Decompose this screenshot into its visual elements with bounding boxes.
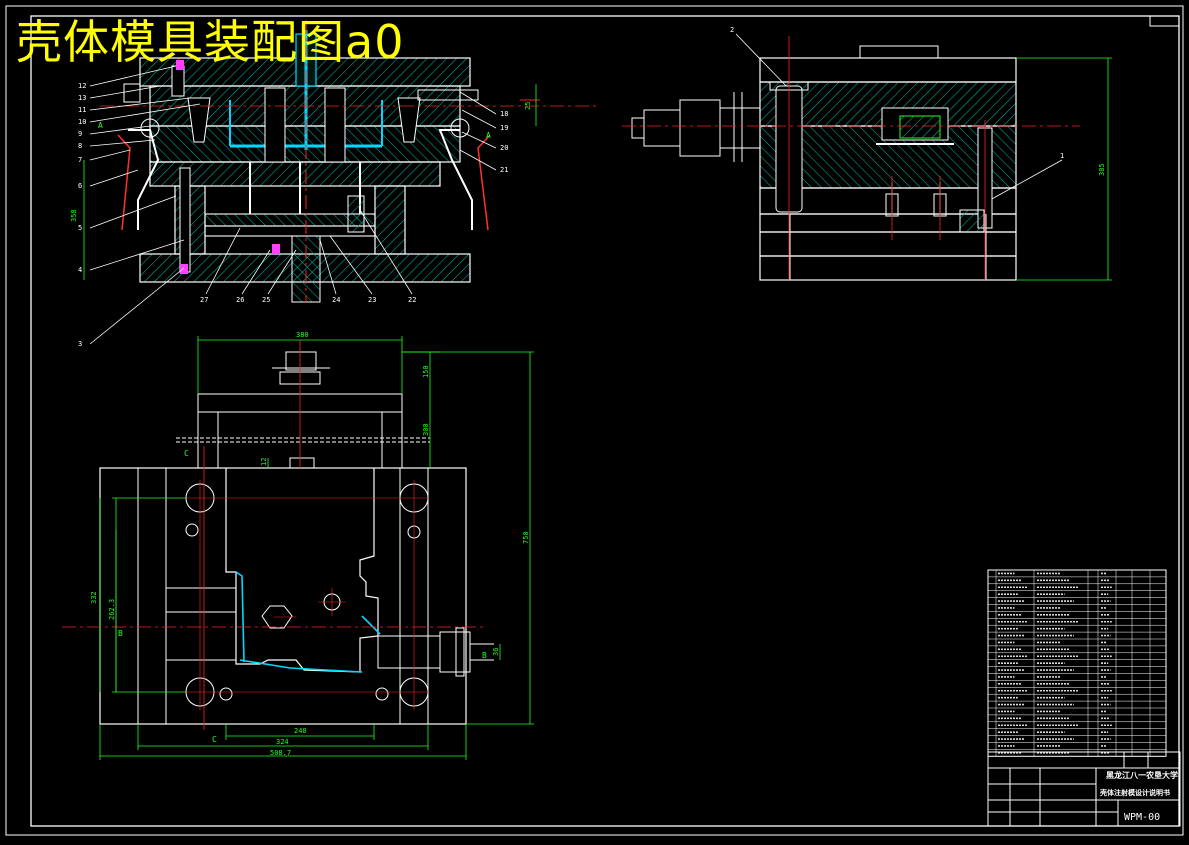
section-mark-b-right: B bbox=[482, 651, 487, 660]
front-section-view: 358 25 A A bbox=[70, 20, 600, 303]
plan-view: 380 150 300 750 240 324 508.7 332 262.3 … bbox=[62, 331, 534, 760]
section-mark-c-bottom: C bbox=[212, 735, 217, 744]
callout-bottom: 27 bbox=[200, 296, 208, 304]
plan-h2-dim: 300 bbox=[422, 423, 430, 436]
project-name: 壳体注射模设计说明书 bbox=[1099, 788, 1170, 797]
outer-frame bbox=[5, 5, 1184, 836]
school-name: 黑龙江八一农垦大学 bbox=[1106, 770, 1178, 780]
title-block: 黑龙江八一农垦大学 壳体注射模设计说明书 WPM-00 bbox=[987, 751, 1181, 827]
plan-left2-dim: 262.3 bbox=[108, 599, 116, 620]
callout-left: 9 bbox=[78, 130, 82, 138]
callout-left: 5 bbox=[78, 224, 82, 232]
callout-right: 19 bbox=[500, 124, 508, 132]
parts-list-table bbox=[987, 569, 1167, 757]
callout-side: 1 bbox=[1060, 152, 1064, 160]
corner-box bbox=[1149, 15, 1180, 27]
side-height-dim: 385 bbox=[1098, 163, 1106, 176]
callout-left: 7 bbox=[78, 156, 82, 164]
callout-left: 6 bbox=[78, 182, 82, 190]
callout-left: 12 bbox=[78, 82, 86, 90]
side-section-view: 385 bbox=[622, 36, 1112, 281]
callout-leaders bbox=[89, 33, 1063, 345]
section-mark-a-left: A bbox=[98, 121, 103, 130]
callout-bottom: 22 bbox=[408, 296, 416, 304]
callout-left: 10 bbox=[78, 118, 86, 126]
callout-left: 8 bbox=[78, 142, 82, 150]
section-mark-a-right: A bbox=[486, 131, 491, 140]
plan-left1-dim: 332 bbox=[90, 591, 98, 604]
front-top-dim: 25 bbox=[524, 102, 532, 110]
callout-bottom: 26 bbox=[236, 296, 244, 304]
inner-frame bbox=[30, 15, 1180, 827]
callout-bottom: 25 bbox=[262, 296, 270, 304]
callout-left: 4 bbox=[78, 266, 82, 274]
callout-bottom: 23 bbox=[368, 296, 376, 304]
callout-bottom: 24 bbox=[332, 296, 340, 304]
drawing-number: WPM-00 bbox=[1124, 812, 1160, 823]
callout-right: 20 bbox=[500, 144, 508, 152]
callout-numbers: 12 13 11 10 9 8 7 6 5 4 3 27 26 25 24 23… bbox=[78, 26, 1064, 348]
plan-w3-dim: 508.7 bbox=[270, 749, 291, 757]
callout-right: 21 bbox=[500, 166, 508, 174]
plan-width-top-dim: 380 bbox=[296, 331, 309, 339]
section-mark-b-left: B bbox=[118, 629, 123, 638]
plan-12-dim: 12 bbox=[260, 458, 268, 466]
plan-w2-dim: 324 bbox=[276, 738, 289, 746]
callout-side: 2 bbox=[730, 26, 734, 34]
plan-h1-dim: 150 bbox=[422, 365, 430, 378]
plan-height-dim: 750 bbox=[522, 531, 530, 544]
callout-left: 11 bbox=[78, 106, 86, 114]
section-mark-c-top: C bbox=[184, 449, 189, 458]
plan-w1-dim: 240 bbox=[294, 727, 307, 735]
plan-small-dim: 36 bbox=[492, 648, 500, 656]
callout-right: 18 bbox=[500, 110, 508, 118]
front-height-dim: 358 bbox=[70, 209, 78, 222]
drawing-title: 壳体模具装配图a0 bbox=[16, 15, 405, 69]
callout-left: 3 bbox=[78, 340, 82, 348]
callout-left: 13 bbox=[78, 94, 86, 102]
